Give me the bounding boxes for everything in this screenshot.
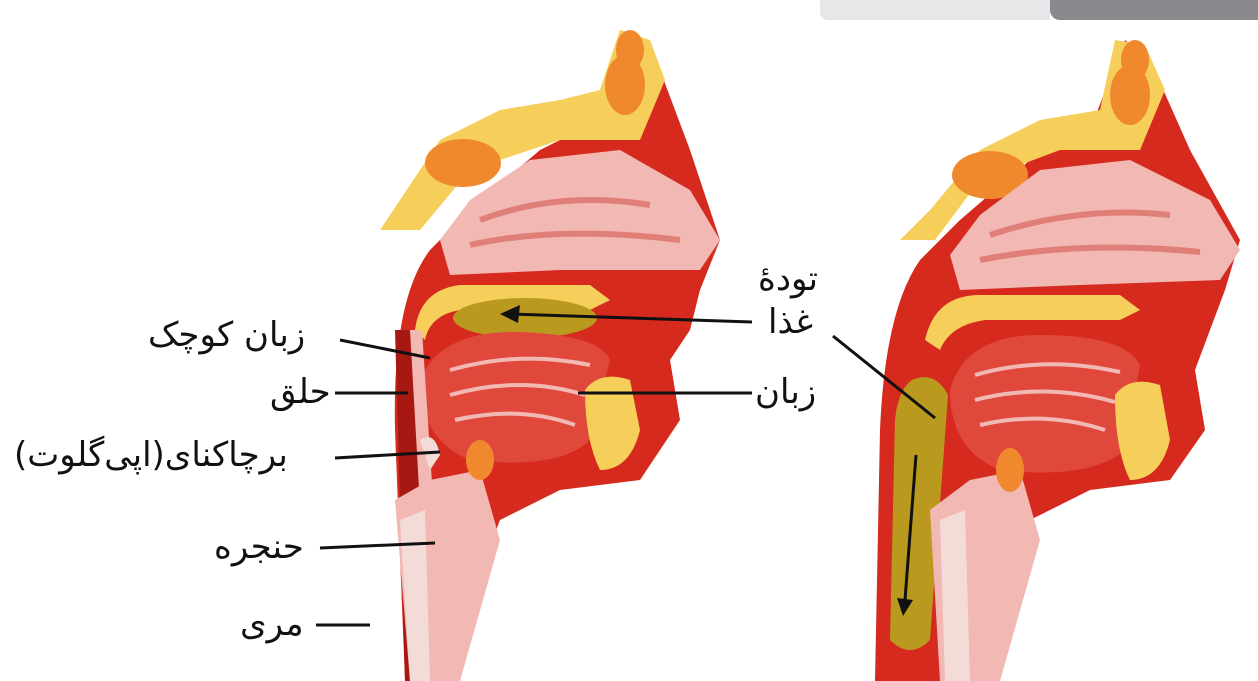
label-bolus-line1: تودهٔ [758, 262, 818, 296]
label-pharynx: حلق [270, 375, 331, 409]
left-head-illustration [380, 30, 720, 681]
label-larynx: حنجره [214, 530, 304, 564]
label-bolus-line2: غذا [768, 305, 813, 339]
label-uvula: زبان کوچک [148, 318, 305, 352]
right-head-illustration [875, 40, 1240, 681]
label-tongue: زبان [755, 375, 816, 409]
label-epiglottis: برچاکنای(اپی‌گلوت) [14, 438, 288, 472]
label-esophagus: مری [240, 607, 304, 641]
